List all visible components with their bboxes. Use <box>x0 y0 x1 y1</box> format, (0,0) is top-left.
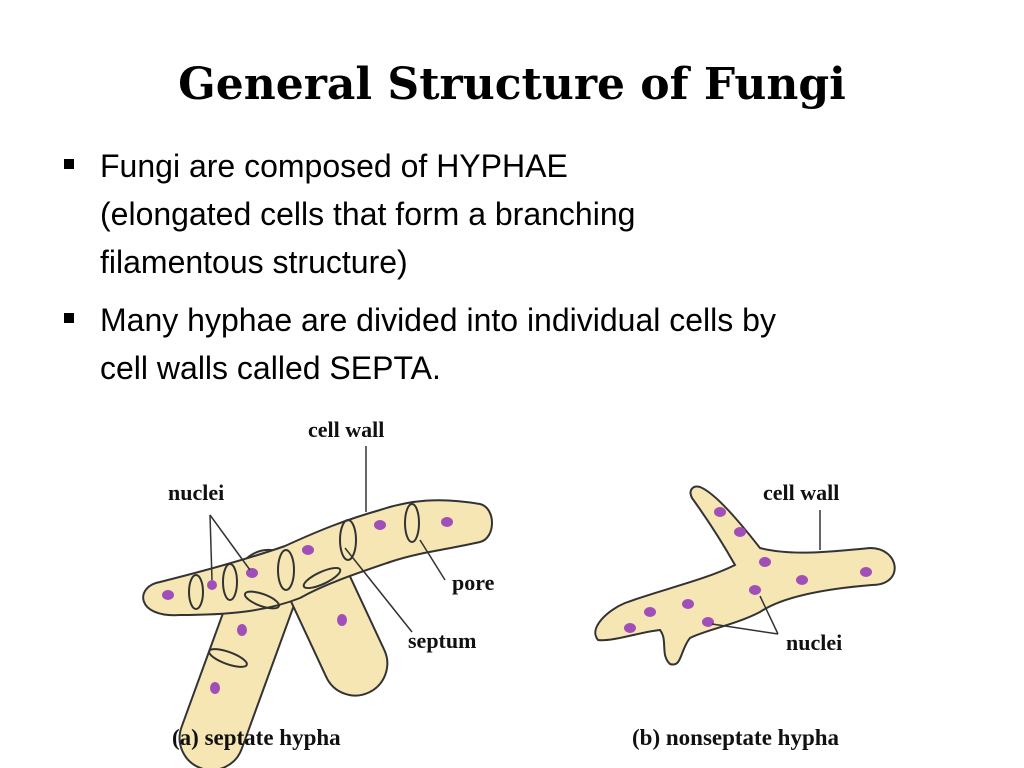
nucleus <box>714 507 726 517</box>
bullet-item: Many hyphae are divided into individual … <box>62 296 962 392</box>
nucleus <box>796 575 808 585</box>
nucleus <box>302 545 314 555</box>
nucleus <box>644 607 656 617</box>
septa <box>188 503 420 668</box>
nucleus <box>337 614 347 626</box>
bullet-line: filamentous structure) <box>100 244 408 280</box>
square-bullet-icon <box>64 313 74 323</box>
bullet-line: Fungi are composed of HYPHAE <box>100 148 568 184</box>
bullet-item: Fungi are composed of HYPHAE (elongated … <box>62 142 962 286</box>
nucleus <box>374 520 386 530</box>
septum-ring <box>188 574 204 610</box>
nucleus <box>162 590 174 600</box>
septum-ring <box>222 563 238 601</box>
nonseptate-leaders <box>711 510 821 635</box>
nucleus <box>207 580 217 590</box>
nucleus <box>860 567 872 577</box>
septum-ring <box>208 648 248 668</box>
nucleus <box>682 599 694 609</box>
nucleus <box>749 585 761 595</box>
septum-ring <box>302 566 342 590</box>
nucleus <box>441 517 453 527</box>
nonseptate-nuclei <box>624 507 872 633</box>
bullet-line: (elongated cells that form a branching <box>100 196 636 232</box>
caption-septate: (a) septate hypha <box>172 725 341 750</box>
nucleus <box>734 527 746 537</box>
caption-nonseptate: (b) nonseptate hypha <box>632 725 840 750</box>
label-pore: pore <box>452 570 495 595</box>
septum-ring <box>339 519 357 561</box>
label-nuclei: nuclei <box>168 480 224 505</box>
bullet-list: Fungi are composed of HYPHAE (elongated … <box>62 142 962 402</box>
nucleus <box>237 624 247 636</box>
nucleus <box>210 682 220 694</box>
nonseptate-hypha <box>594 485 896 666</box>
septate-nuclei <box>162 517 453 694</box>
septum-ring <box>277 549 295 591</box>
septum-ring <box>243 590 281 610</box>
nucleus <box>759 557 771 567</box>
bullet-line: Many hyphae are divided into individual … <box>100 302 776 338</box>
nucleus <box>702 617 714 627</box>
label-nuclei-b: nuclei <box>786 630 842 655</box>
bullet-line: cell walls called SEPTA. <box>100 350 441 386</box>
label-cell-wall: cell wall <box>308 417 384 442</box>
hyphae-diagram: cell wall nuclei pore septum (a) septate… <box>142 417 896 768</box>
label-cell-wall-b: cell wall <box>763 480 839 505</box>
slide-title: General Structure of Fungi <box>178 59 846 111</box>
nucleus <box>246 568 258 578</box>
septum-ring <box>404 503 420 543</box>
square-bullet-icon <box>64 159 74 169</box>
septate-leaders <box>209 446 446 633</box>
nucleus <box>624 623 636 633</box>
hypha-body <box>594 485 896 666</box>
label-septum: septum <box>408 628 476 653</box>
